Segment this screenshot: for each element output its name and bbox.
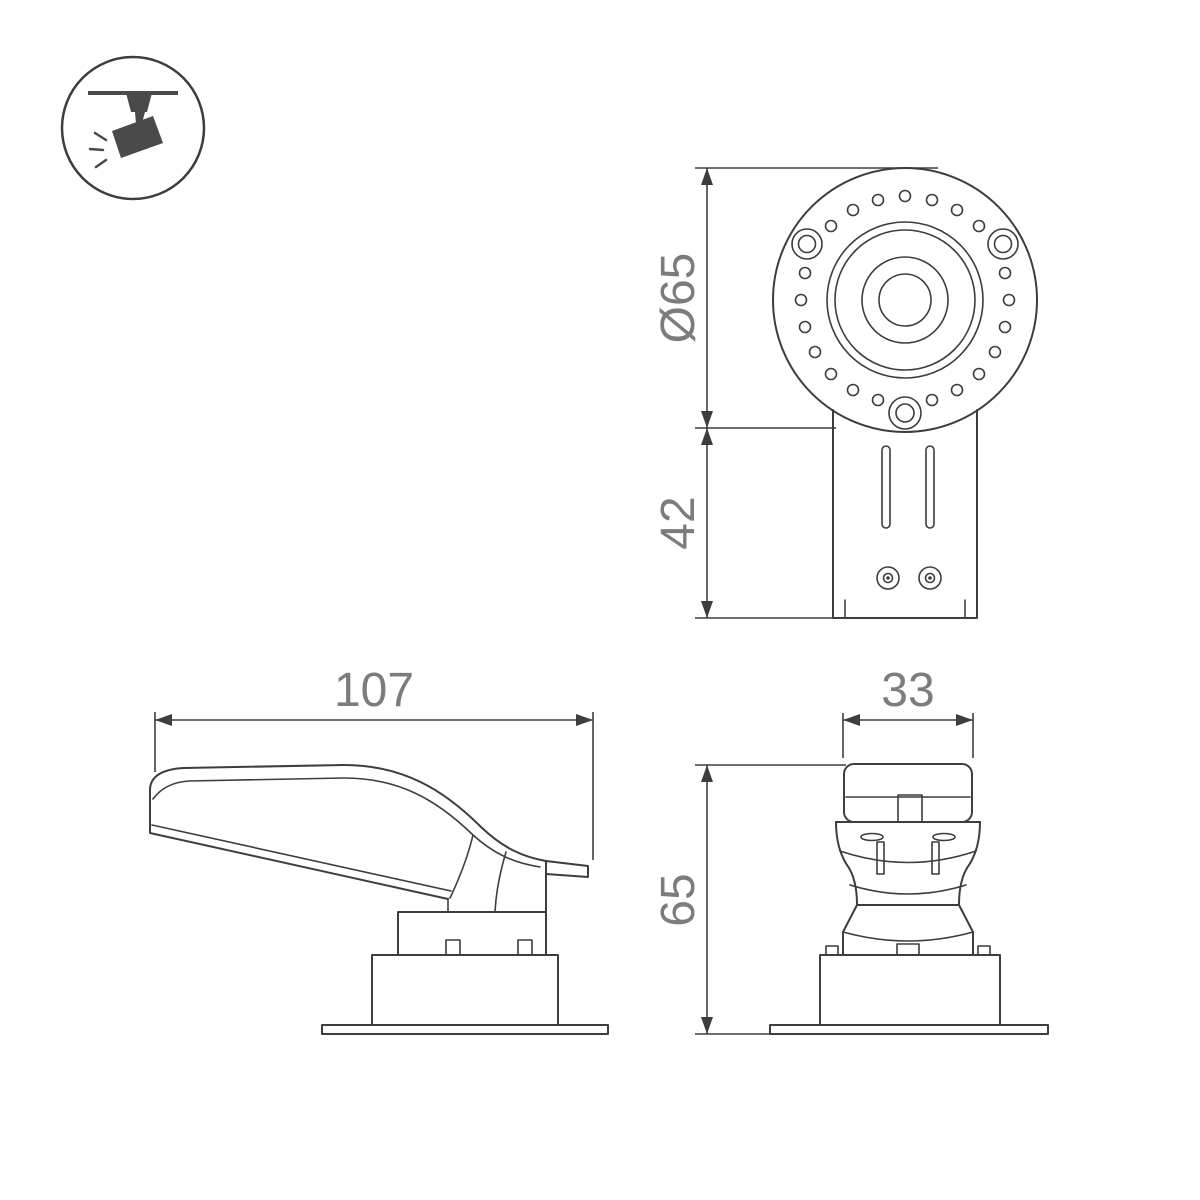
spring-clip (825, 945, 839, 956)
dim-label-side-length: 107 (334, 664, 414, 717)
mounting-hole (998, 266, 1012, 280)
front-view (772, 167, 1038, 619)
bracket-screw (918, 566, 942, 590)
head-clip (897, 794, 923, 823)
trim-flange-end (769, 1024, 1049, 1035)
fixture-face (772, 167, 1038, 433)
spring-clip (977, 945, 991, 956)
hinge-pin (931, 841, 940, 875)
mounting-hole (1002, 293, 1016, 307)
dim-front-bracket-height: 42 (652, 428, 836, 619)
recessed-can-end (819, 954, 1001, 1026)
mounting-hole (794, 293, 808, 307)
led-circle (878, 273, 932, 327)
track-light-icon (88, 91, 178, 169)
bezel-circle-inner (834, 229, 976, 371)
mounting-hole (808, 345, 822, 359)
dim-label-end-width: 33 (881, 664, 934, 717)
mounting-hole (871, 393, 885, 407)
outer-flange-circle (772, 167, 1038, 433)
lamp-body-side (149, 764, 589, 913)
mounting-hole (798, 266, 812, 280)
mounting-hole (846, 383, 860, 397)
head-outline (843, 763, 973, 823)
bracket-screw (876, 566, 900, 590)
screw-hole (797, 234, 817, 254)
mounting-hole (972, 367, 986, 381)
mounting-base-side (321, 911, 609, 1035)
bracket-screw (882, 572, 894, 584)
product-type-icon (60, 55, 206, 201)
mounting-hole (950, 383, 964, 397)
dim-front-diameter: Ø65 (652, 167, 938, 429)
yoke-slot (860, 832, 884, 842)
dim-end-height: 65 (652, 764, 846, 1035)
dim-label-front-diameter: Ø65 (652, 253, 705, 344)
mounting-hole (925, 393, 939, 407)
spring-clip (445, 939, 461, 956)
mounting-hole (798, 320, 812, 334)
spring-clip (517, 939, 533, 956)
screw-hole (888, 396, 922, 430)
mounting-holes (794, 189, 1016, 407)
mounting-hole (824, 219, 838, 233)
mounting-hole (898, 189, 912, 203)
screw-hole (895, 403, 915, 423)
yoke-slot (932, 832, 956, 842)
mounting-hole (846, 203, 860, 217)
screw-holes (791, 228, 1019, 430)
trim-flange-side (321, 1024, 609, 1035)
screw-hole (987, 228, 1019, 260)
mounting-hole (871, 193, 885, 207)
mounting-hole (925, 193, 939, 207)
mounting-hole (988, 345, 1002, 359)
screw-hole (791, 228, 823, 260)
hinge-pin (876, 841, 885, 875)
dim-end-width: 33 (842, 664, 974, 758)
lens-circle (861, 256, 949, 344)
recessed-can-side (371, 954, 559, 1026)
bracket-slot (881, 445, 891, 529)
center-tab (896, 943, 920, 956)
bracket-screw (924, 572, 936, 584)
mounting-hole (950, 203, 964, 217)
mounting-hole (972, 219, 986, 233)
mounting-hole (824, 367, 838, 381)
dim-label-end-height: 65 (652, 873, 705, 926)
mounting-hole (998, 320, 1012, 334)
dim-label-front-bracket-height: 42 (652, 496, 705, 549)
dim-side-length: 107 (154, 664, 594, 860)
lamp-head-end (843, 763, 973, 823)
screw-hole (993, 234, 1013, 254)
mounting-bracket (832, 409, 978, 619)
bracket-slot (925, 445, 935, 529)
yoke-end (835, 821, 981, 906)
bezel-circle-outer (826, 221, 984, 379)
mounting-base-end (769, 904, 1049, 1035)
end-view (769, 763, 1049, 1035)
neck-side (397, 911, 547, 956)
side-view (149, 764, 609, 1035)
